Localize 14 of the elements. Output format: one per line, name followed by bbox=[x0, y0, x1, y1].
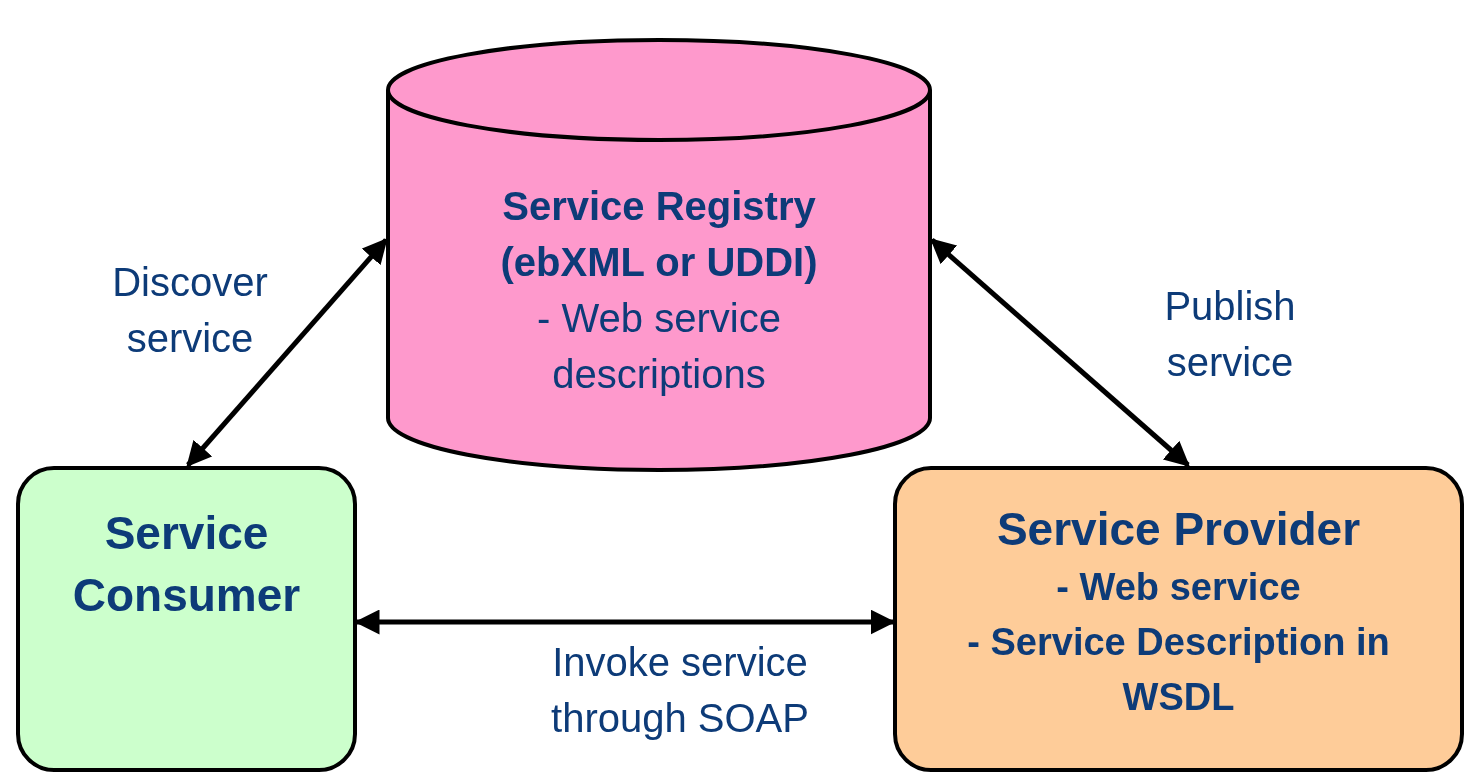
node-text: - Web service bbox=[1056, 565, 1301, 608]
edge-label: Invoke service through SOAP bbox=[551, 640, 809, 740]
rounded-box bbox=[16, 466, 357, 772]
edge-label: Discover service bbox=[112, 260, 268, 360]
rounded-box bbox=[893, 466, 1464, 772]
node-text: - Web service descriptions bbox=[537, 296, 781, 396]
node-title: Service Consumer bbox=[72, 507, 301, 622]
double-arrow bbox=[930, 238, 1190, 467]
edge-label: Publish service bbox=[1164, 284, 1296, 384]
double-arrow bbox=[354, 609, 896, 635]
node-title: Service Provider bbox=[996, 503, 1361, 555]
node-title: Service Registry (ebXML or UDDI) bbox=[500, 184, 818, 284]
node-text: - Service Description in WSDL bbox=[967, 620, 1390, 718]
double-arrow bbox=[186, 238, 388, 467]
